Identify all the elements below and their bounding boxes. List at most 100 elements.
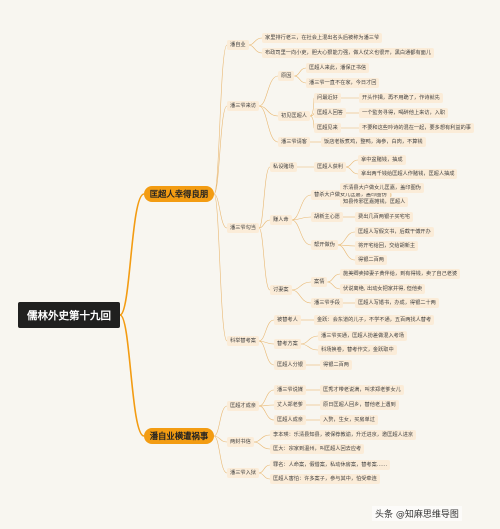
subtopic-case-detail[interactable]: 案情 — [311, 277, 328, 287]
detail-item: 匡超人害怕：许多案子，参与其中，怕受牵连 — [270, 474, 380, 484]
connector-line — [294, 67, 307, 77]
subtopic-reason[interactable]: 原因 — [278, 71, 295, 81]
connector-line — [337, 244, 356, 261]
detail-item: 金跃：会东道的儿子，不学不通，五百两找人替考 — [314, 315, 435, 325]
detail-item: 开头作揖，再不用跪了，作诗就先 — [359, 93, 443, 103]
subtopic-case-facts[interactable]: 替杀大户做女儿匡嘉，盖印图伪 — [311, 190, 390, 200]
detail-item: 拿出两千钱给匡超人作赌钱，匡超人抽成 — [358, 169, 458, 179]
connector-line — [213, 435, 228, 443]
connector-line — [291, 281, 312, 291]
detail-item: 得银二百两 — [320, 360, 352, 370]
detail-item: 布政司里一向小吏，胆大心狠能力强，做人仗义也很开，黑白通都有面儿 — [262, 48, 435, 58]
detail-item: 得银二百两 — [355, 255, 387, 265]
subtopic-murder-case[interactable]: 赚人命 — [270, 215, 292, 225]
detail-item: 入赘，生女，买房单过 — [320, 415, 378, 425]
connector-line — [291, 219, 312, 246]
detail-item: 匡超人回答 — [314, 108, 346, 118]
detail-item: 潘三爷买通，匡超人扮差做混入考场 — [318, 331, 408, 341]
subtopic-wife-case[interactable]: 讨妻案 — [270, 285, 292, 295]
connector-line — [258, 340, 275, 345]
connector-line — [248, 44, 263, 54]
detail-item: 乐清县大户做女儿匡嘉，盖印图伪 — [340, 183, 424, 193]
connector-line — [253, 434, 271, 443]
detail-item: 知县传邪匡嘉摊钱，匡超人 — [340, 197, 409, 207]
connector-line — [258, 166, 271, 229]
detail-item: 科场换卷，替考作文，金跃取中 — [318, 345, 397, 355]
connector-line — [258, 404, 275, 407]
connector-line — [309, 97, 315, 117]
subtopic-plan[interactable]: 替考方案 — [274, 339, 301, 349]
connector-line — [258, 227, 271, 291]
subtopic-forgery[interactable]: 帮开做伪 — [311, 240, 338, 250]
connector-line — [327, 273, 341, 283]
connector-line — [213, 405, 228, 437]
detail-item: 伏说离绝, 出动女把家并得, 但他卖 — [340, 284, 426, 294]
branch-node-calamity[interactable]: 潘自业横遭祸事 — [144, 428, 214, 444]
subtopic-gambling[interactable]: 私设赌场 — [270, 162, 297, 172]
connector-line — [213, 435, 228, 474]
subtopic-share[interactable]: 匡超人分银 — [274, 360, 306, 370]
detail-item: 费出几百两银子买宅宅 — [355, 212, 413, 222]
detail-item: 不要和这些吟诗的混在一起，要多想有利益的事 — [359, 123, 474, 133]
subtopic-matchmaker[interactable]: 潘三爷说媒 — [274, 385, 306, 395]
connector-line — [248, 37, 263, 46]
connector-line — [345, 159, 359, 168]
subtopic-wish[interactable]: 胡新主心愿 — [311, 212, 343, 222]
connector-line — [258, 219, 271, 229]
topic-two-letters[interactable]: 两封书信 — [227, 437, 254, 447]
connector-line — [294, 75, 307, 84]
connector-line — [213, 105, 228, 195]
connector-line — [213, 44, 228, 195]
connector-line — [119, 193, 145, 316]
subtopic-first-meeting[interactable]: 初见匡超人 — [278, 111, 310, 121]
connector-line — [337, 244, 356, 247]
connector-line — [119, 314, 145, 437]
detail-item: 家里排行老三，在社会上混出名头后被称为潘三爷 — [262, 33, 383, 43]
connector-line — [258, 405, 275, 421]
topic-exam-fraud[interactable]: 科举替考案 — [227, 336, 259, 346]
detail-item: 原日匡超人回乡，替他老上遇到 — [320, 400, 399, 410]
branch-node-friendship[interactable]: 匡超人幸得良朋 — [144, 186, 214, 202]
detail-item: 罪名：人命案，假借案，私动休房案，替考案…… — [270, 460, 391, 470]
detail-item: 匡秀才带老说满，叫求郑老爹女儿 — [320, 385, 404, 395]
connector-line — [258, 389, 275, 407]
detail-item: 问最近好 — [314, 93, 341, 103]
detail-item: 饭店老板煮鸡，整鸭，海参，白肉，不算钱 — [321, 137, 426, 147]
connector-line — [213, 193, 228, 229]
topic-imprisonment[interactable]: 潘三爷入狱 — [227, 468, 259, 478]
detail-item: 一个監务寻得，喝醉他上来访，入职 — [359, 108, 449, 118]
watermark: 头条 @知麻思维导图 — [372, 506, 462, 521]
subtopic-pan-method[interactable]: 潘三爷手段 — [311, 298, 343, 308]
topic-pan-dealings[interactable]: 潘三爷勾当 — [227, 223, 259, 233]
connector-line — [300, 343, 319, 351]
connector-line — [253, 441, 271, 450]
connector-line — [258, 75, 279, 107]
topic-marriage[interactable]: 匡超才成亲 — [227, 401, 259, 411]
subtopic-profit[interactable]: 匡超人获利 — [314, 162, 346, 172]
detail-item: 将开宅给回，交给胡新主 — [355, 241, 419, 251]
connector-line — [258, 105, 279, 117]
root-title-node[interactable]: 儒林外史第十九回 — [18, 302, 120, 328]
detail-item: 匡超人来此，潘保正书信 — [306, 63, 370, 73]
detail-item: 施美卿卖掉妻子黄伴给，到有得钱，卖了自己老婆 — [340, 269, 461, 279]
detail-item: 潘三爷一直不在家，今日才回 — [306, 78, 380, 88]
subtopic-wedding[interactable]: 匡超人成亲 — [274, 415, 306, 425]
subtopic-father-in-law[interactable]: 丈人郑老爹 — [274, 400, 306, 410]
connector-line — [291, 216, 312, 221]
connector-line — [258, 340, 275, 366]
detail-item: 李本瑛：乐清县知县，被保荐教谕，升迁进京，邀匡超人进京 — [270, 430, 417, 440]
subtopic-banquet[interactable]: 潘三爷请客 — [278, 137, 310, 147]
connector-line — [258, 319, 275, 342]
connector-line — [291, 289, 312, 304]
connector-line — [345, 166, 359, 175]
detail-item: 匡超人写假文书，后截干傅开办 — [355, 227, 434, 237]
topic-pan-ziye[interactable]: 潘自业 — [227, 40, 249, 50]
detail-item: 拿中盆赌钱，抽成 — [358, 155, 406, 165]
detail-item: 匡超见来 — [314, 123, 341, 133]
detail-item: 匡超人写婚书，办成，得银二十两 — [355, 298, 439, 308]
connector-line — [327, 281, 341, 290]
subtopic-substituted[interactable]: 被替考人 — [274, 315, 301, 325]
topic-pan-visit[interactable]: 潘三爷来访 — [227, 101, 259, 111]
